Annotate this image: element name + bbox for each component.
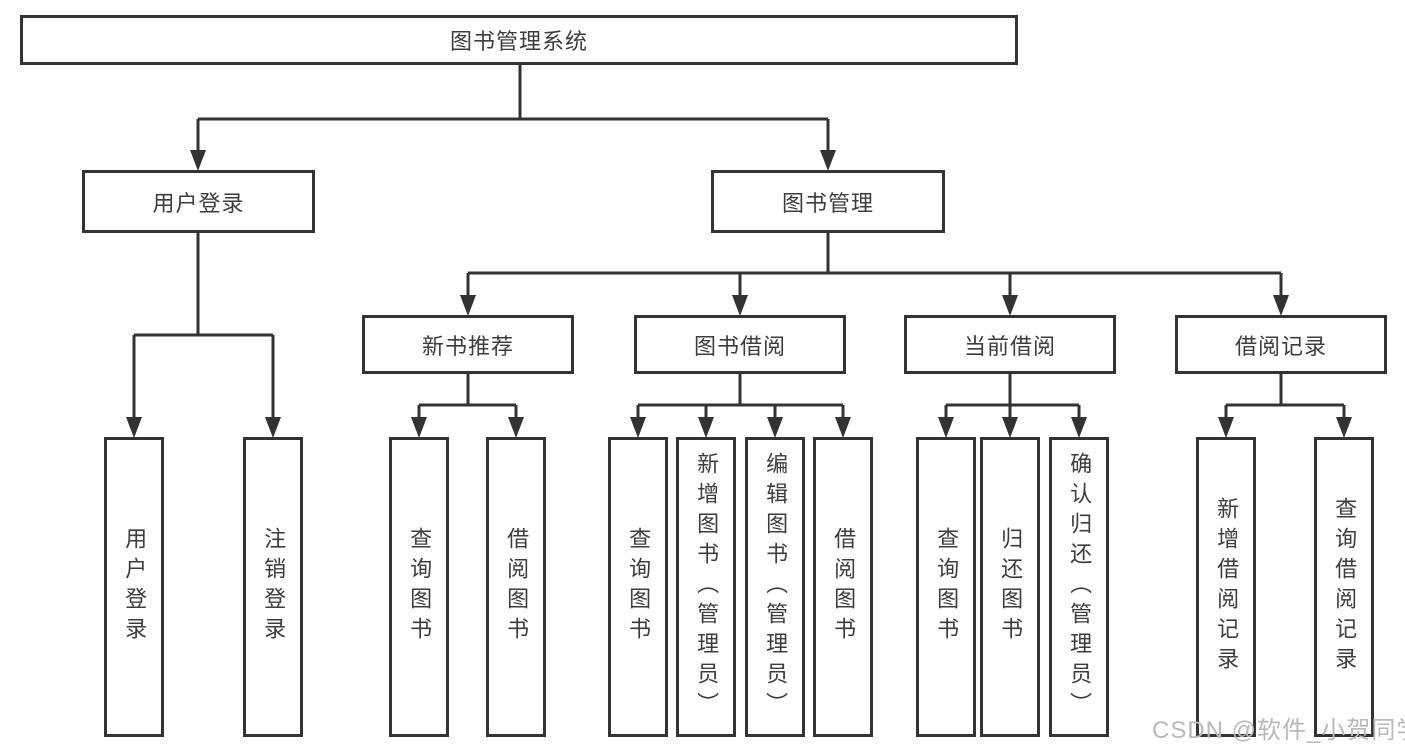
leaf-confirm-return-admin-label: 确认归还（管理员） — [1067, 452, 1093, 722]
leaf-query-book-borrow-label: 查询图书 — [626, 527, 652, 647]
arrow-down-icon — [938, 417, 954, 438]
connector-borrow-to-leaves — [636, 374, 845, 418]
arrow-down-icon — [1002, 295, 1018, 316]
connector-userlogin-to-leaves — [132, 233, 275, 418]
arrow-down-icon — [508, 417, 524, 438]
node-user-login: 用户登录 — [82, 170, 315, 233]
leaf-query-book-borrow: 查询图书 — [608, 437, 668, 737]
leaf-query-book-recommend-label: 查询图书 — [407, 527, 433, 647]
leaf-query-book-recommend: 查询图书 — [389, 437, 449, 737]
arrow-down-icon — [820, 150, 836, 171]
arrow-down-icon — [1071, 417, 1087, 438]
arrow-down-icon — [1218, 417, 1234, 438]
leaf-user-login-label: 用户登录 — [122, 527, 148, 647]
leaf-logout-label: 注销登录 — [261, 527, 287, 647]
connector-recommend-to-leaves — [417, 374, 518, 418]
node-current-borrow: 当前借阅 — [904, 315, 1116, 374]
arrow-down-icon — [190, 150, 206, 171]
leaf-add-borrow-record: 新增借阅记录 — [1196, 437, 1256, 737]
leaf-borrow-book-recommend: 借阅图书 — [486, 437, 546, 737]
node-book-management-label: 图书管理 — [781, 190, 874, 216]
leaf-edit-book-admin: 编辑图书（管理员） — [745, 437, 805, 737]
leaf-query-borrow-record-label: 查询借阅记录 — [1332, 497, 1358, 677]
node-root-label: 图书管理系统 — [449, 29, 588, 54]
leaf-add-book-admin-label: 新增图书（管理员） — [694, 452, 720, 722]
leaf-query-borrow-record: 查询借阅记录 — [1314, 437, 1374, 737]
connector-root-to-level2 — [196, 65, 830, 151]
leaf-query-book-current: 查询图书 — [916, 437, 976, 737]
node-book-management: 图书管理 — [711, 170, 945, 233]
node-book-borrow: 图书借阅 — [634, 315, 846, 374]
arrow-down-icon — [460, 295, 476, 316]
leaf-borrow-book-label: 借阅图书 — [831, 527, 857, 647]
leaf-add-book-admin: 新增图书（管理员） — [676, 437, 736, 737]
arrow-down-icon — [732, 295, 748, 316]
arrow-down-icon — [1336, 417, 1352, 438]
leaf-borrow-book-recommend-label: 借阅图书 — [504, 527, 530, 647]
connector-records-to-leaves — [1224, 374, 1346, 418]
leaf-return-book-label: 归还图书 — [998, 527, 1024, 647]
arrow-down-icon — [630, 417, 646, 438]
arrow-down-icon — [126, 417, 142, 438]
node-root: 图书管理系统 — [20, 15, 1018, 65]
node-current-borrow-label: 当前借阅 — [963, 333, 1056, 359]
arrow-down-icon — [411, 417, 427, 438]
arrow-down-icon — [767, 417, 783, 438]
leaf-logout: 注销登录 — [243, 437, 303, 737]
node-new-book-recommend-label: 新书推荐 — [421, 333, 514, 359]
node-borrow-records: 借阅记录 — [1175, 315, 1387, 374]
arrow-down-icon — [835, 417, 851, 438]
node-borrow-records-label: 借阅记录 — [1234, 333, 1327, 359]
node-book-borrow-label: 图书借阅 — [693, 333, 786, 359]
node-user-login-label: 用户登录 — [152, 190, 245, 216]
connector-current-to-leaves — [944, 374, 1081, 418]
node-new-book-recommend: 新书推荐 — [362, 315, 574, 374]
leaf-edit-book-admin-label: 编辑图书（管理员） — [763, 452, 789, 722]
arrow-down-icon — [1273, 295, 1289, 316]
leaf-query-book-current-label: 查询图书 — [934, 527, 960, 647]
arrow-down-icon — [1002, 417, 1018, 438]
leaf-borrow-book: 借阅图书 — [813, 437, 873, 737]
arrow-down-icon — [265, 417, 281, 438]
leaf-add-borrow-record-label: 新增借阅记录 — [1214, 497, 1240, 677]
csdn-watermark: CSDN @软件_小贺同学 — [1152, 717, 1405, 744]
leaf-confirm-return-admin: 确认归还（管理员） — [1049, 437, 1109, 737]
arrow-down-icon — [698, 417, 714, 438]
leaf-user-login: 用户登录 — [104, 437, 164, 737]
leaf-return-book: 归还图书 — [980, 437, 1040, 737]
connector-bookmgmt-to-level3 — [466, 233, 1283, 296]
